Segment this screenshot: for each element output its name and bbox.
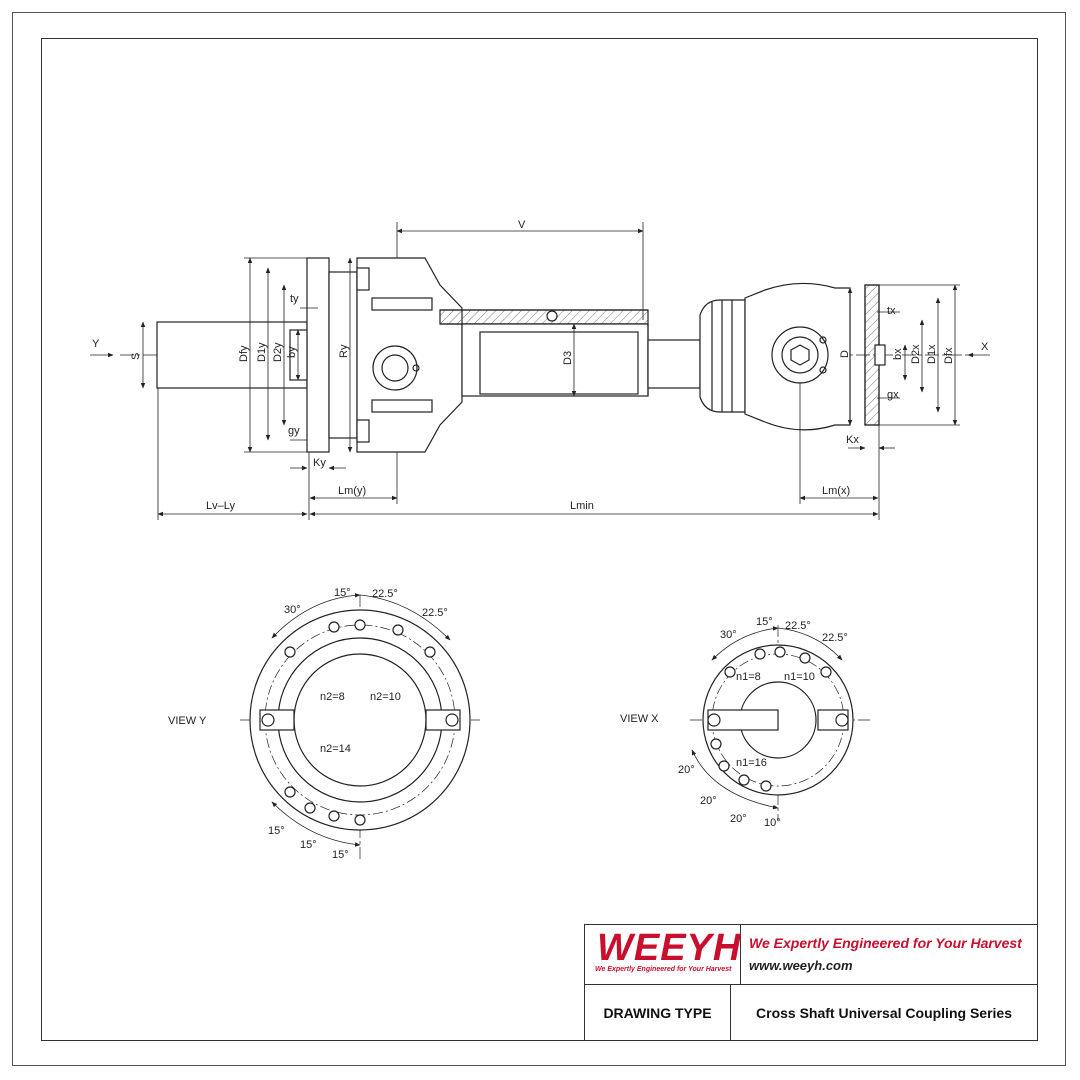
view-y-title: VIEW Y (168, 715, 207, 727)
tagline: We Expertly Engineered for Your Harvest (749, 935, 1022, 951)
view-x-angle: 20° (700, 795, 717, 807)
label-d1x: D1x (926, 344, 938, 364)
view-x-angle: 15° (756, 616, 773, 628)
label-dfy: Dfy (238, 345, 250, 362)
view-x (690, 625, 870, 820)
dimension-lines (90, 222, 990, 520)
view-y-angle: 15° (268, 825, 285, 837)
logo-subtitle: We Expertly Engineered for Your Harvest (595, 966, 732, 973)
view-y-angle: 22.5° (422, 607, 448, 619)
view-x-n-c: n1=16 (736, 757, 767, 769)
drawing-type-label: DRAWING TYPE (603, 1004, 712, 1021)
label-y-arrow: Y (92, 338, 100, 350)
label-tx: tx (887, 305, 896, 317)
logo-cell: WEEYH We Expertly Engineered for Your Ha… (585, 925, 741, 985)
view-y-angle: 15° (300, 839, 317, 851)
series-name: Cross Shaft Universal Coupling Series (756, 1004, 1012, 1021)
view-x-angle: 20° (678, 764, 695, 776)
label-x-arrow: X (981, 341, 989, 353)
label-s: S (130, 353, 142, 360)
view-y-n-b: n2=10 (370, 691, 401, 703)
label-gy: gy (288, 425, 300, 437)
view-y-angle: 15° (334, 587, 351, 599)
view-x-angle: 22.5° (785, 620, 811, 632)
brand-logo: WEEYH (597, 927, 742, 969)
website-link[interactable]: www.weeyh.com (749, 958, 853, 973)
drawing-border (41, 38, 1038, 1041)
view-x-angle: 30° (720, 629, 737, 641)
outer-border (12, 12, 1066, 1066)
dimension-labels: V Y X S Dfy D1y D2y by ty gy Ry Ky D3 D … (92, 219, 989, 512)
label-ky: Ky (313, 457, 326, 469)
view-y (240, 593, 480, 860)
left-shaft (156, 321, 308, 389)
label-kx: Kx (846, 434, 859, 446)
label-dfx: Dfx (943, 347, 955, 364)
label-lmin: Lmin (570, 500, 594, 512)
label-ty: ty (290, 293, 299, 305)
label-v: V (518, 219, 526, 231)
view-y-angle: 30° (284, 604, 301, 616)
label-gx: gx (887, 389, 899, 401)
label-ry: Ry (338, 344, 350, 358)
view-y-angle: 15° (332, 849, 349, 861)
label-d: D (839, 350, 851, 358)
series-cell: Cross Shaft Universal Coupling Series (731, 985, 1037, 1040)
label-d2y: D2y (272, 342, 284, 362)
label-by: by (286, 346, 298, 358)
view-x-labels: VIEW X n1=8 n1=10 n1=16 30° 15° 22.5° 22… (620, 616, 848, 829)
label-d3: D3 (562, 351, 574, 365)
view-x-n-a: n1=8 (736, 671, 761, 683)
drawing-type-cell: DRAWING TYPE (585, 985, 731, 1040)
view-y-angle: 22.5° (372, 588, 398, 600)
label-lm-y: Lm(y) (338, 485, 366, 497)
view-x-title: VIEW X (620, 713, 659, 725)
view-x-angle: 10° (764, 817, 781, 829)
title-block: WEEYH We Expertly Engineered for Your Ha… (584, 924, 1038, 1041)
view-x-n-b: n1=10 (784, 671, 815, 683)
tagline-cell: We Expertly Engineered for Your Harvest … (741, 925, 1037, 985)
label-d1y: D1y (256, 342, 268, 362)
view-y-n-c: n2=14 (320, 743, 351, 755)
label-lm-x: Lm(x) (822, 485, 850, 497)
side-view (120, 257, 975, 453)
label-lv-ly: Lv–Ly (206, 500, 235, 512)
view-y-labels: VIEW Y n2=8 n2=10 n2=14 30° 15° 22.5° 22… (168, 587, 448, 861)
left-flange (306, 257, 330, 453)
label-bx: bx (892, 348, 904, 360)
view-y-n-a: n2=8 (320, 691, 345, 703)
view-x-angle: 20° (730, 813, 747, 825)
view-x-angle: 22.5° (822, 632, 848, 644)
label-d2x: D2x (910, 344, 922, 364)
